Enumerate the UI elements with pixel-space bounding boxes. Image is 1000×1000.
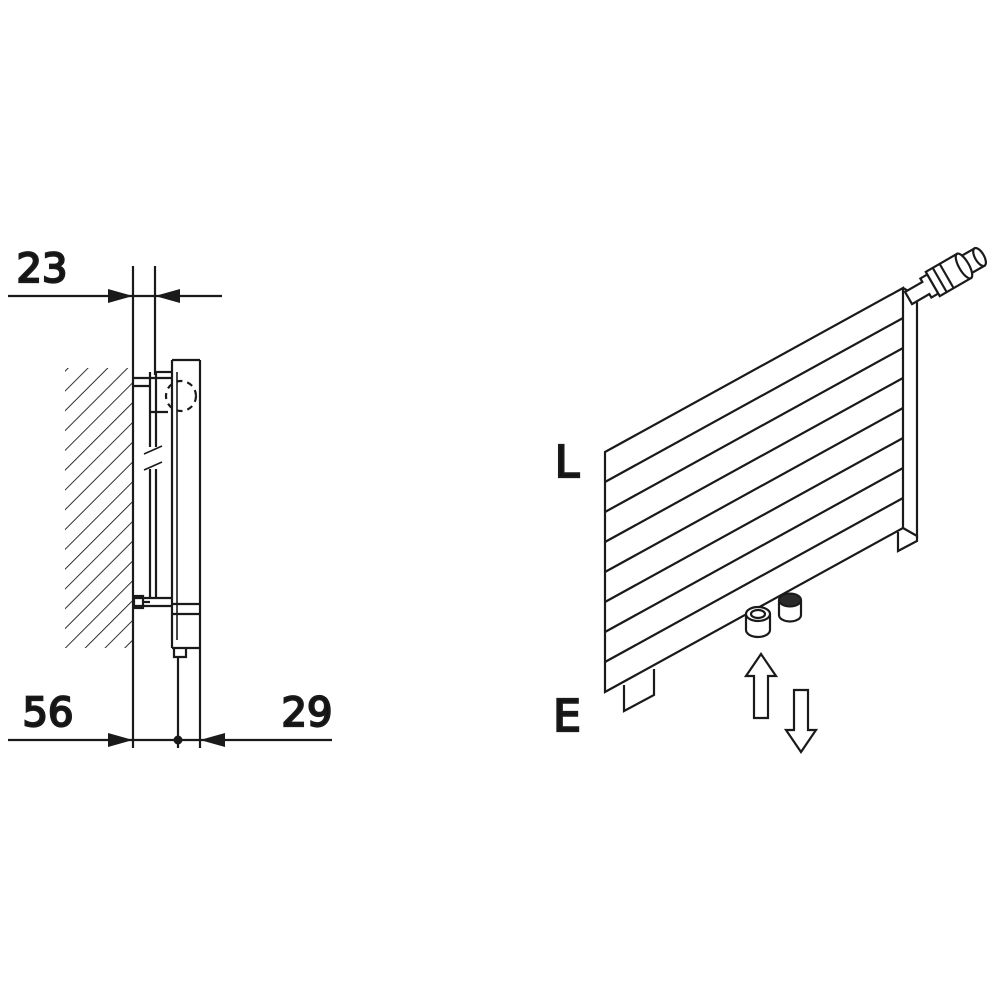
valve-ring <box>931 267 948 293</box>
iso-slat-line <box>604 407 904 573</box>
clip-circle-dashed <box>164 379 198 413</box>
iso-view: L E <box>552 246 987 754</box>
dim-label-bottom-left: 56 <box>23 690 74 736</box>
connection-left-inner-ring <box>749 608 767 620</box>
dim-label-bottom-right: 29 <box>282 690 333 736</box>
valve-cap <box>972 246 987 268</box>
dimension-dot <box>173 735 183 745</box>
label-L: L <box>555 437 580 488</box>
iso-slat-line <box>604 467 904 633</box>
iso-slat-line <box>604 437 904 603</box>
radiator-panel-section <box>170 358 202 659</box>
mounting-rail <box>143 372 163 598</box>
drawing-lines: 23 <box>8 245 987 754</box>
rail-break-mark <box>143 461 163 471</box>
top-dimension: 23 <box>8 245 222 375</box>
iso-side-face <box>902 287 919 538</box>
bottom-connections <box>744 592 803 639</box>
panel-bottom-tab <box>172 648 188 659</box>
arrowhead-right-icon <box>108 733 133 747</box>
wall-hatch <box>65 368 133 648</box>
rail-break-mark <box>143 445 163 455</box>
pipe-connection <box>172 602 200 616</box>
top-bracket <box>133 370 198 414</box>
down-arrow-icon <box>783 688 819 754</box>
valve-ring-ellipse <box>954 252 974 280</box>
up-arrow-icon <box>743 652 779 720</box>
bottom-bracket <box>132 594 172 610</box>
iso-slat-line <box>604 497 904 663</box>
iso-foot-left <box>622 669 656 713</box>
connection-left-top <box>744 605 772 623</box>
iso-foot-right <box>896 532 919 553</box>
arrowhead-left-icon <box>200 733 225 747</box>
iso-slats <box>604 317 904 663</box>
iso-slat-line <box>604 347 904 513</box>
arrowhead-right-icon <box>108 289 133 303</box>
iso-slat-line <box>604 317 904 483</box>
dim-label-top: 23 <box>17 246 68 292</box>
flow-arrows <box>743 652 819 754</box>
connection-right-top <box>778 592 802 608</box>
bottom-dimension: 56 29 <box>8 648 334 748</box>
thermostat-valve <box>903 246 987 306</box>
arrowhead-left-icon <box>155 289 180 303</box>
side-view: 23 <box>8 245 334 748</box>
iso-slat-line <box>604 377 904 543</box>
label-E: E <box>553 691 581 742</box>
valve-ring <box>938 263 955 289</box>
